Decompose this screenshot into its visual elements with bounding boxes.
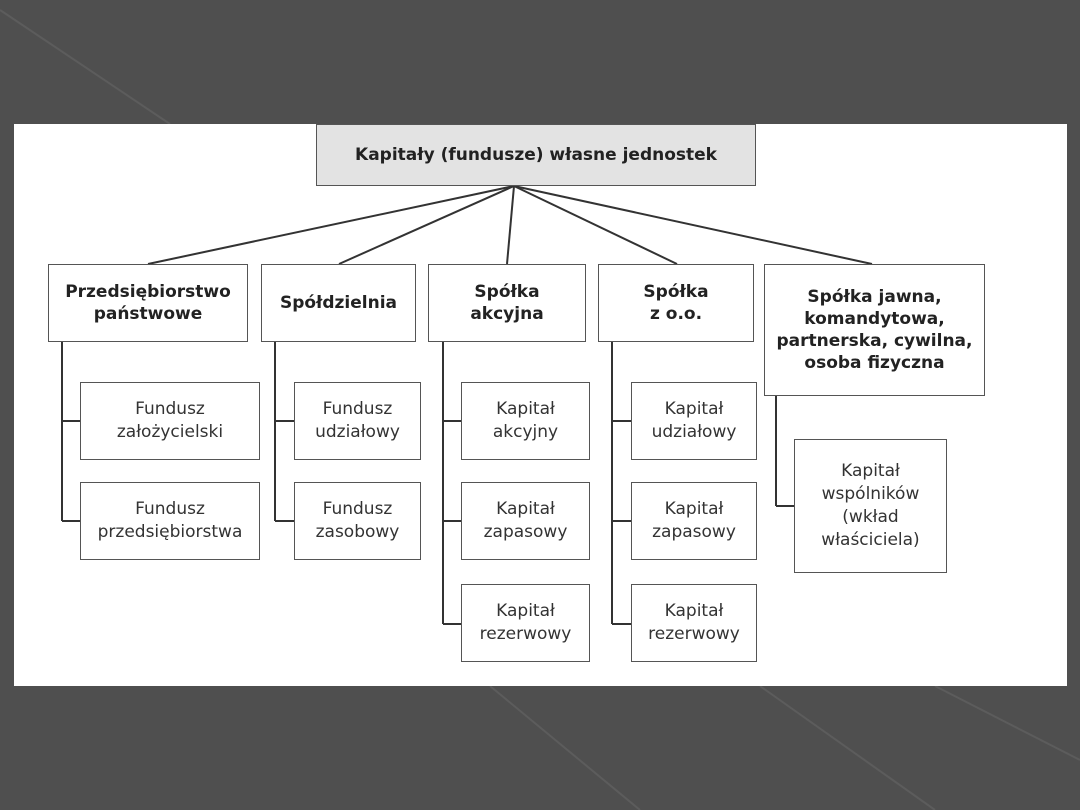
entity-label: Spółdzielnia	[279, 292, 398, 313]
fund-label: Kapitał wspólników (wkład właściciela)	[821, 461, 920, 550]
fund-label: Fundusz udziałowy	[315, 399, 400, 442]
fund-box: Kapitał akcyjny	[461, 382, 590, 460]
entity-spolka-akcyjna: Spółka akcyjna	[428, 264, 586, 342]
fund-label: Kapitał udziałowy	[651, 399, 737, 442]
fund-box: Kapitał zapasowy	[461, 482, 590, 560]
fund-label: Fundusz zasobowy	[315, 499, 400, 542]
fund-label: Kapitał zapasowy	[652, 499, 736, 542]
fund-box: Kapitał udziałowy	[631, 382, 757, 460]
fund-box: Fundusz udziałowy	[294, 382, 421, 460]
fund-label: Kapitał akcyjny	[492, 399, 559, 442]
fund-label: Kapitał zapasowy	[483, 499, 568, 542]
entity-label: Spółka z o.o.	[643, 281, 709, 324]
fund-box: Kapitał rezerwowy	[461, 584, 590, 662]
fund-label: Fundusz przedsiębiorstwa	[97, 499, 243, 542]
entity-label: Spółka akcyjna	[470, 281, 544, 324]
entity-label: Spółka jawna, komandytowa, partnerska, c…	[776, 286, 973, 374]
fund-label: Kapitał rezerwowy	[479, 601, 572, 644]
fund-box: Fundusz zasobowy	[294, 482, 421, 560]
entity-label: Przedsiębiorstwo państwowe	[65, 281, 231, 324]
fund-box: Fundusz założycielski	[80, 382, 260, 460]
connector-lines	[61, 185, 873, 625]
fund-label: Fundusz założycielski	[116, 399, 224, 442]
fund-label: Kapitał rezerwowy	[648, 601, 740, 644]
fund-box: Kapitał zapasowy	[631, 482, 757, 560]
diagram-panel: Kapitały (fundusze) własne jednostek Prz…	[14, 124, 1067, 686]
entity-spoldzielnia: Spółdzielnia	[261, 264, 416, 342]
entity-spolka-jawna: Spółka jawna, komandytowa, partnerska, c…	[764, 264, 985, 396]
root-node: Kapitały (fundusze) własne jednostek	[316, 124, 756, 186]
entity-przedsiebiorstwo-panstwowe: Przedsiębiorstwo państwowe	[48, 264, 248, 342]
root-label: Kapitały (fundusze) własne jednostek	[355, 145, 717, 165]
fund-box: Kapitał rezerwowy	[631, 584, 757, 662]
entity-spolka-zoo: Spółka z o.o.	[598, 264, 754, 342]
fund-box: Kapitał wspólników (wkład właściciela)	[794, 439, 947, 573]
fund-box: Fundusz przedsiębiorstwa	[80, 482, 260, 560]
